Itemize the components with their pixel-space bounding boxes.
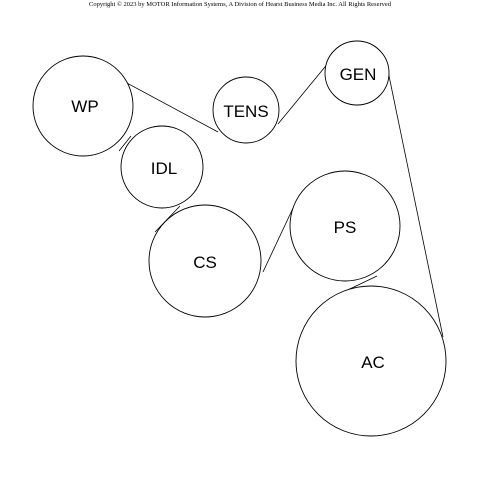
belt-segment-ps-cs <box>262 205 295 273</box>
belt-segment-wp-tens <box>124 81 219 133</box>
pulley-label-idl: IDL <box>151 159 177 178</box>
pulley-label-ac: AC <box>361 353 385 372</box>
pulley-label-wp: WP <box>71 97 98 116</box>
pulley-ac: AC <box>295 285 447 437</box>
pulley-gen: GEN <box>324 40 390 106</box>
pulley-cs: CS <box>148 204 262 318</box>
pulley-label-tens: TENS <box>223 102 268 121</box>
pulley-wp: WP <box>32 55 134 157</box>
pulley-tens: TENS <box>212 76 280 144</box>
belt-segment-gen-ac <box>387 70 444 338</box>
pulley-label-gen: GEN <box>340 65 377 84</box>
belt-segment-idl-wp <box>118 135 132 152</box>
pulley-label-cs: CS <box>193 253 217 272</box>
pulley-idl: IDL <box>120 125 204 209</box>
pulley-ps: PS <box>289 170 401 282</box>
copyright-notice: Copyright © 2023 by MOTOR Information Sy… <box>89 1 391 8</box>
belt-segment-tens-gen <box>277 61 330 125</box>
pulley-label-ps: PS <box>334 218 357 237</box>
